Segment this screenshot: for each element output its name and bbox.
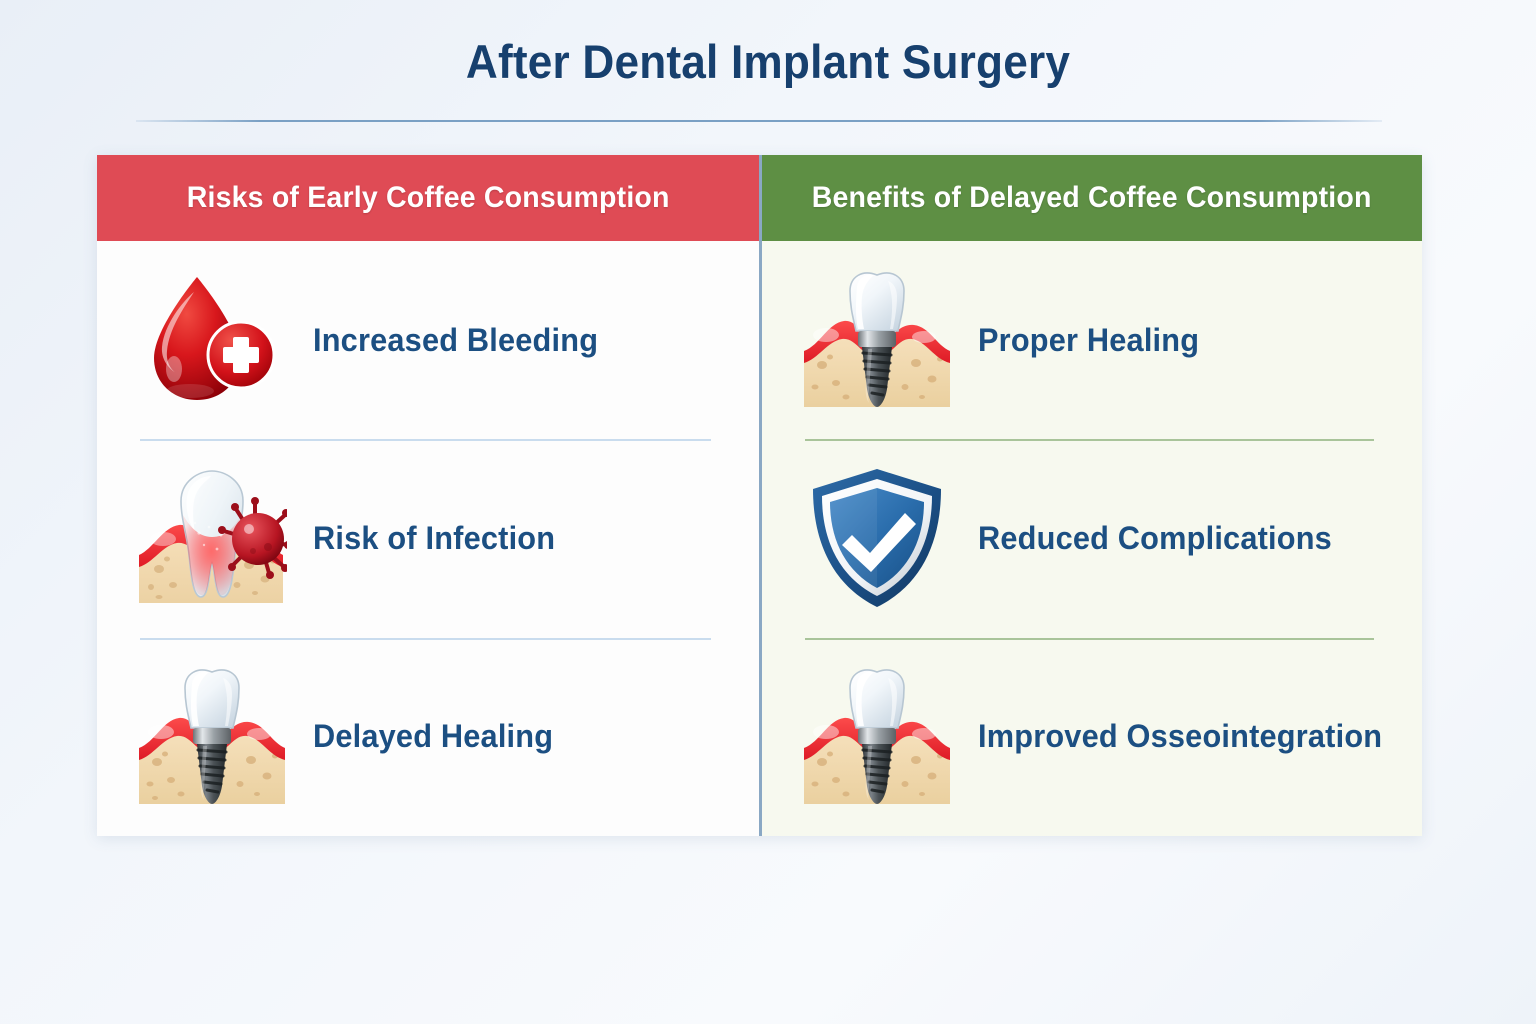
title-divider — [136, 120, 1382, 122]
comparison-card: Risks of Early Coffee Consumption — [97, 155, 1422, 836]
risks-column: Risks of Early Coffee Consumption — [97, 155, 759, 836]
virus-shape — [218, 497, 287, 580]
list-item[interactable]: Proper Healing — [802, 241, 1382, 439]
dental-implant-icon — [802, 662, 952, 812]
risks-item-list: Increased Bleeding — [97, 241, 759, 836]
dental-implant-icon — [802, 265, 952, 415]
shield-check-icon — [802, 463, 952, 613]
list-item[interactable]: Improved Osseointegration — [802, 637, 1383, 836]
list-item-label: Increased Bleeding — [313, 321, 599, 358]
list-item[interactable]: Risk of Infection — [137, 439, 719, 637]
list-item-label: Risk of Infection — [313, 519, 556, 556]
benefits-column: Benefits of Delayed Coffee Consumption — [759, 155, 1422, 836]
benefits-item-list: Proper Healing — [762, 241, 1422, 836]
infected-tooth-icon — [137, 463, 287, 613]
benefits-column-header: Benefits of Delayed Coffee Consumption — [762, 155, 1422, 241]
blood-drop-icon — [137, 265, 287, 415]
list-item-label: Reduced Complications — [978, 519, 1332, 556]
list-item[interactable]: Delayed Healing — [137, 637, 719, 836]
list-item[interactable]: Reduced Complications — [802, 439, 1382, 637]
list-item[interactable]: Increased Bleeding — [137, 241, 719, 439]
page-title: After Dental Implant Surgery — [465, 35, 1071, 88]
dental-implant-icon — [137, 662, 287, 812]
page-title-container: After Dental Implant Surgery — [0, 34, 1536, 89]
list-item-label: Delayed Healing — [313, 718, 554, 755]
list-item-label: Improved Osseointegration — [978, 718, 1383, 755]
risks-header-label: Risks of Early Coffee Consumption — [186, 181, 670, 214]
benefits-header-label: Benefits of Delayed Coffee Consumption — [812, 181, 1372, 214]
risks-column-header: Risks of Early Coffee Consumption — [97, 155, 759, 241]
list-item-label: Proper Healing — [978, 321, 1200, 358]
